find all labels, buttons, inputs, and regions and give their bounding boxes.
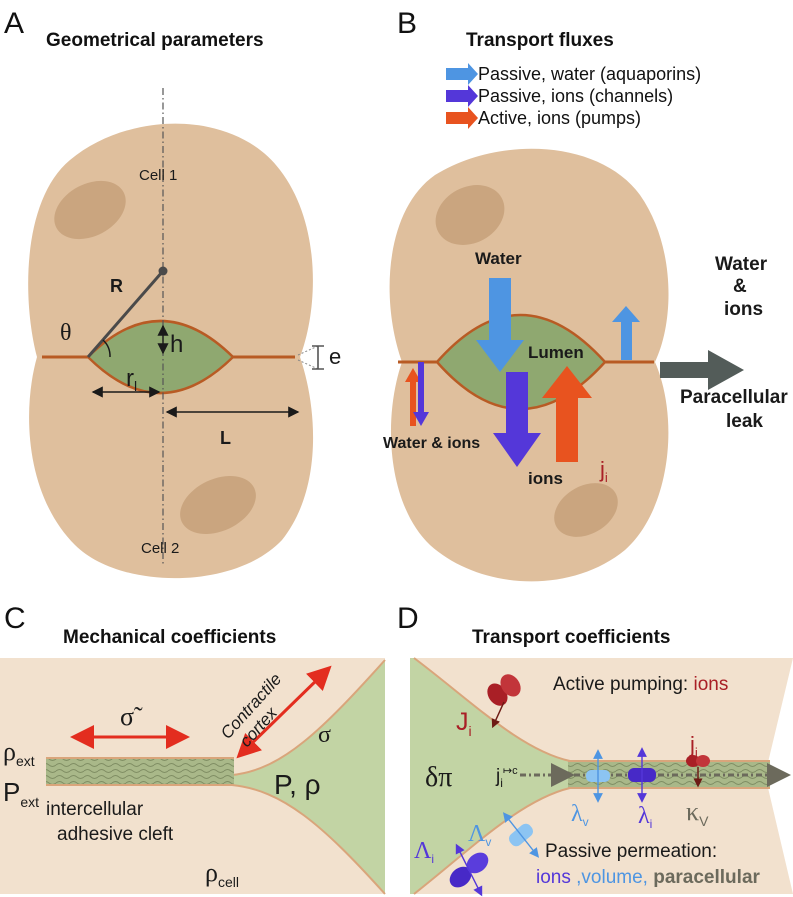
nucleus-b2 bbox=[554, 483, 618, 537]
legend-label-channels: Passive, ions (channels) bbox=[478, 86, 673, 106]
jc-label: ji↦c bbox=[495, 765, 518, 790]
nucleus-a1 bbox=[54, 180, 126, 240]
e-label: e bbox=[329, 344, 341, 369]
theta-label: θ bbox=[60, 320, 72, 346]
r-label: rl bbox=[126, 365, 137, 394]
L-label: L bbox=[220, 428, 231, 448]
leak-top-label-2: & bbox=[733, 276, 747, 297]
cleft-label-1: intercellular bbox=[46, 799, 144, 820]
panel-letter-d: D bbox=[397, 602, 419, 635]
cleft-label-2: adhesive cleft bbox=[57, 824, 174, 845]
legend-item-water: Passive, water (aquaporins) bbox=[446, 63, 701, 85]
panel-d: D Transport coefficients bbox=[397, 602, 793, 897]
blue-arrow-icon bbox=[446, 63, 478, 85]
legend-item-pumps: Active, ions (pumps) bbox=[446, 107, 641, 129]
active-pumping-label: Active pumping: ions bbox=[553, 674, 728, 695]
kappa-label: κV bbox=[686, 797, 709, 829]
nucleus-a2 bbox=[180, 475, 256, 535]
leak-arrow bbox=[660, 350, 744, 390]
water-inflow-arrow bbox=[476, 278, 524, 372]
leak-bottom-label-1: Paracellular bbox=[680, 387, 788, 408]
cell2-label: Cell 2 bbox=[141, 540, 179, 557]
leak-bottom-label-2: leak bbox=[726, 411, 763, 432]
j-label-b: ji bbox=[599, 457, 608, 485]
leak-top-label-1: Water bbox=[715, 254, 768, 275]
panel-c-title: Mechanical coefficients bbox=[63, 627, 276, 648]
Lambda-i-label: Λi bbox=[414, 838, 434, 866]
lumen-label: Lumen bbox=[528, 343, 584, 362]
lumen-c-edge-bottom bbox=[231, 784, 386, 895]
Lambda-i-arrow bbox=[455, 843, 483, 897]
R-label: R bbox=[110, 276, 123, 296]
sigma-arrow bbox=[236, 665, 332, 759]
panel-a: A Geometrical parameters Cell 1 Cell 2 R… bbox=[4, 7, 341, 579]
junction-pump-arrow bbox=[405, 368, 421, 426]
theta-arc bbox=[102, 339, 111, 358]
pump-J-arrow bbox=[491, 701, 505, 729]
Lambda-v-arrow bbox=[502, 812, 540, 858]
sigma-label: σ bbox=[318, 722, 331, 748]
panel-b-title: Transport fluxes bbox=[466, 30, 614, 51]
legend-label-water: Passive, water (aquaporins) bbox=[478, 64, 701, 84]
lumen-d bbox=[410, 658, 570, 894]
pump-J-icon bbox=[487, 674, 521, 706]
j-label-d: ji bbox=[689, 732, 698, 760]
rho-ext-label: ρext bbox=[3, 737, 35, 769]
passive-permeation-label: Passive permeation: bbox=[545, 841, 717, 862]
p-ext-label: Pext bbox=[3, 777, 39, 810]
nucleus-b1 bbox=[435, 185, 505, 245]
purple-arrow-icon bbox=[446, 85, 478, 107]
legend: Passive, water (aquaporins) Passive, ion… bbox=[446, 63, 701, 129]
lumen-c bbox=[232, 660, 385, 894]
permeation-types-label: ions ,volume, paracellular bbox=[536, 867, 761, 888]
Lambda-v-label: Λv bbox=[468, 821, 491, 849]
panel-d-title: Transport coefficients bbox=[472, 627, 671, 648]
center-dot bbox=[158, 266, 168, 276]
panel-a-title: Geometrical parameters bbox=[46, 30, 264, 51]
p-rho-label: P, ρ bbox=[274, 769, 321, 800]
panel-letter-c: C bbox=[4, 602, 26, 635]
h-label: h bbox=[170, 331, 183, 358]
ion-channel-arrow bbox=[493, 372, 541, 467]
ion-pump-arrow bbox=[542, 366, 592, 462]
lumen-d-edge-bottom bbox=[413, 787, 571, 895]
ions-label: ions bbox=[528, 469, 563, 488]
lambda-v-label: λv bbox=[571, 801, 589, 829]
leak-top-label-3: ions bbox=[724, 299, 763, 320]
water-label: Water bbox=[475, 249, 522, 268]
panel-letter-b: B bbox=[397, 7, 417, 40]
radius-line bbox=[86, 270, 165, 358]
e-bracket bbox=[312, 345, 324, 370]
pump-j-icon bbox=[686, 755, 710, 767]
legend-item-channels: Passive, ions (channels) bbox=[446, 85, 673, 107]
panel-letter-a: A bbox=[4, 7, 24, 40]
rho-cell-label: ρcell bbox=[205, 858, 239, 890]
orange-arrow-icon bbox=[446, 107, 478, 129]
junction-channel-arrow bbox=[413, 362, 429, 426]
lambda-i-label: λi bbox=[638, 803, 652, 831]
panel-c: C Mechanical coefficients ρext Pext σ̃ σ… bbox=[0, 602, 386, 895]
panel-b: B Transport fluxes Passive, water (aquap… bbox=[383, 7, 788, 582]
cell1-label: Cell 1 bbox=[139, 167, 177, 184]
adhesive-cleft-c bbox=[46, 758, 234, 785]
water-apical-arrow bbox=[612, 306, 640, 360]
legend-label-pumps: Active, ions (pumps) bbox=[478, 108, 641, 128]
water-ions-label: Water & ions bbox=[383, 435, 480, 452]
delta-pi-label: δπ bbox=[425, 762, 452, 793]
J-label: Ji bbox=[456, 708, 472, 739]
